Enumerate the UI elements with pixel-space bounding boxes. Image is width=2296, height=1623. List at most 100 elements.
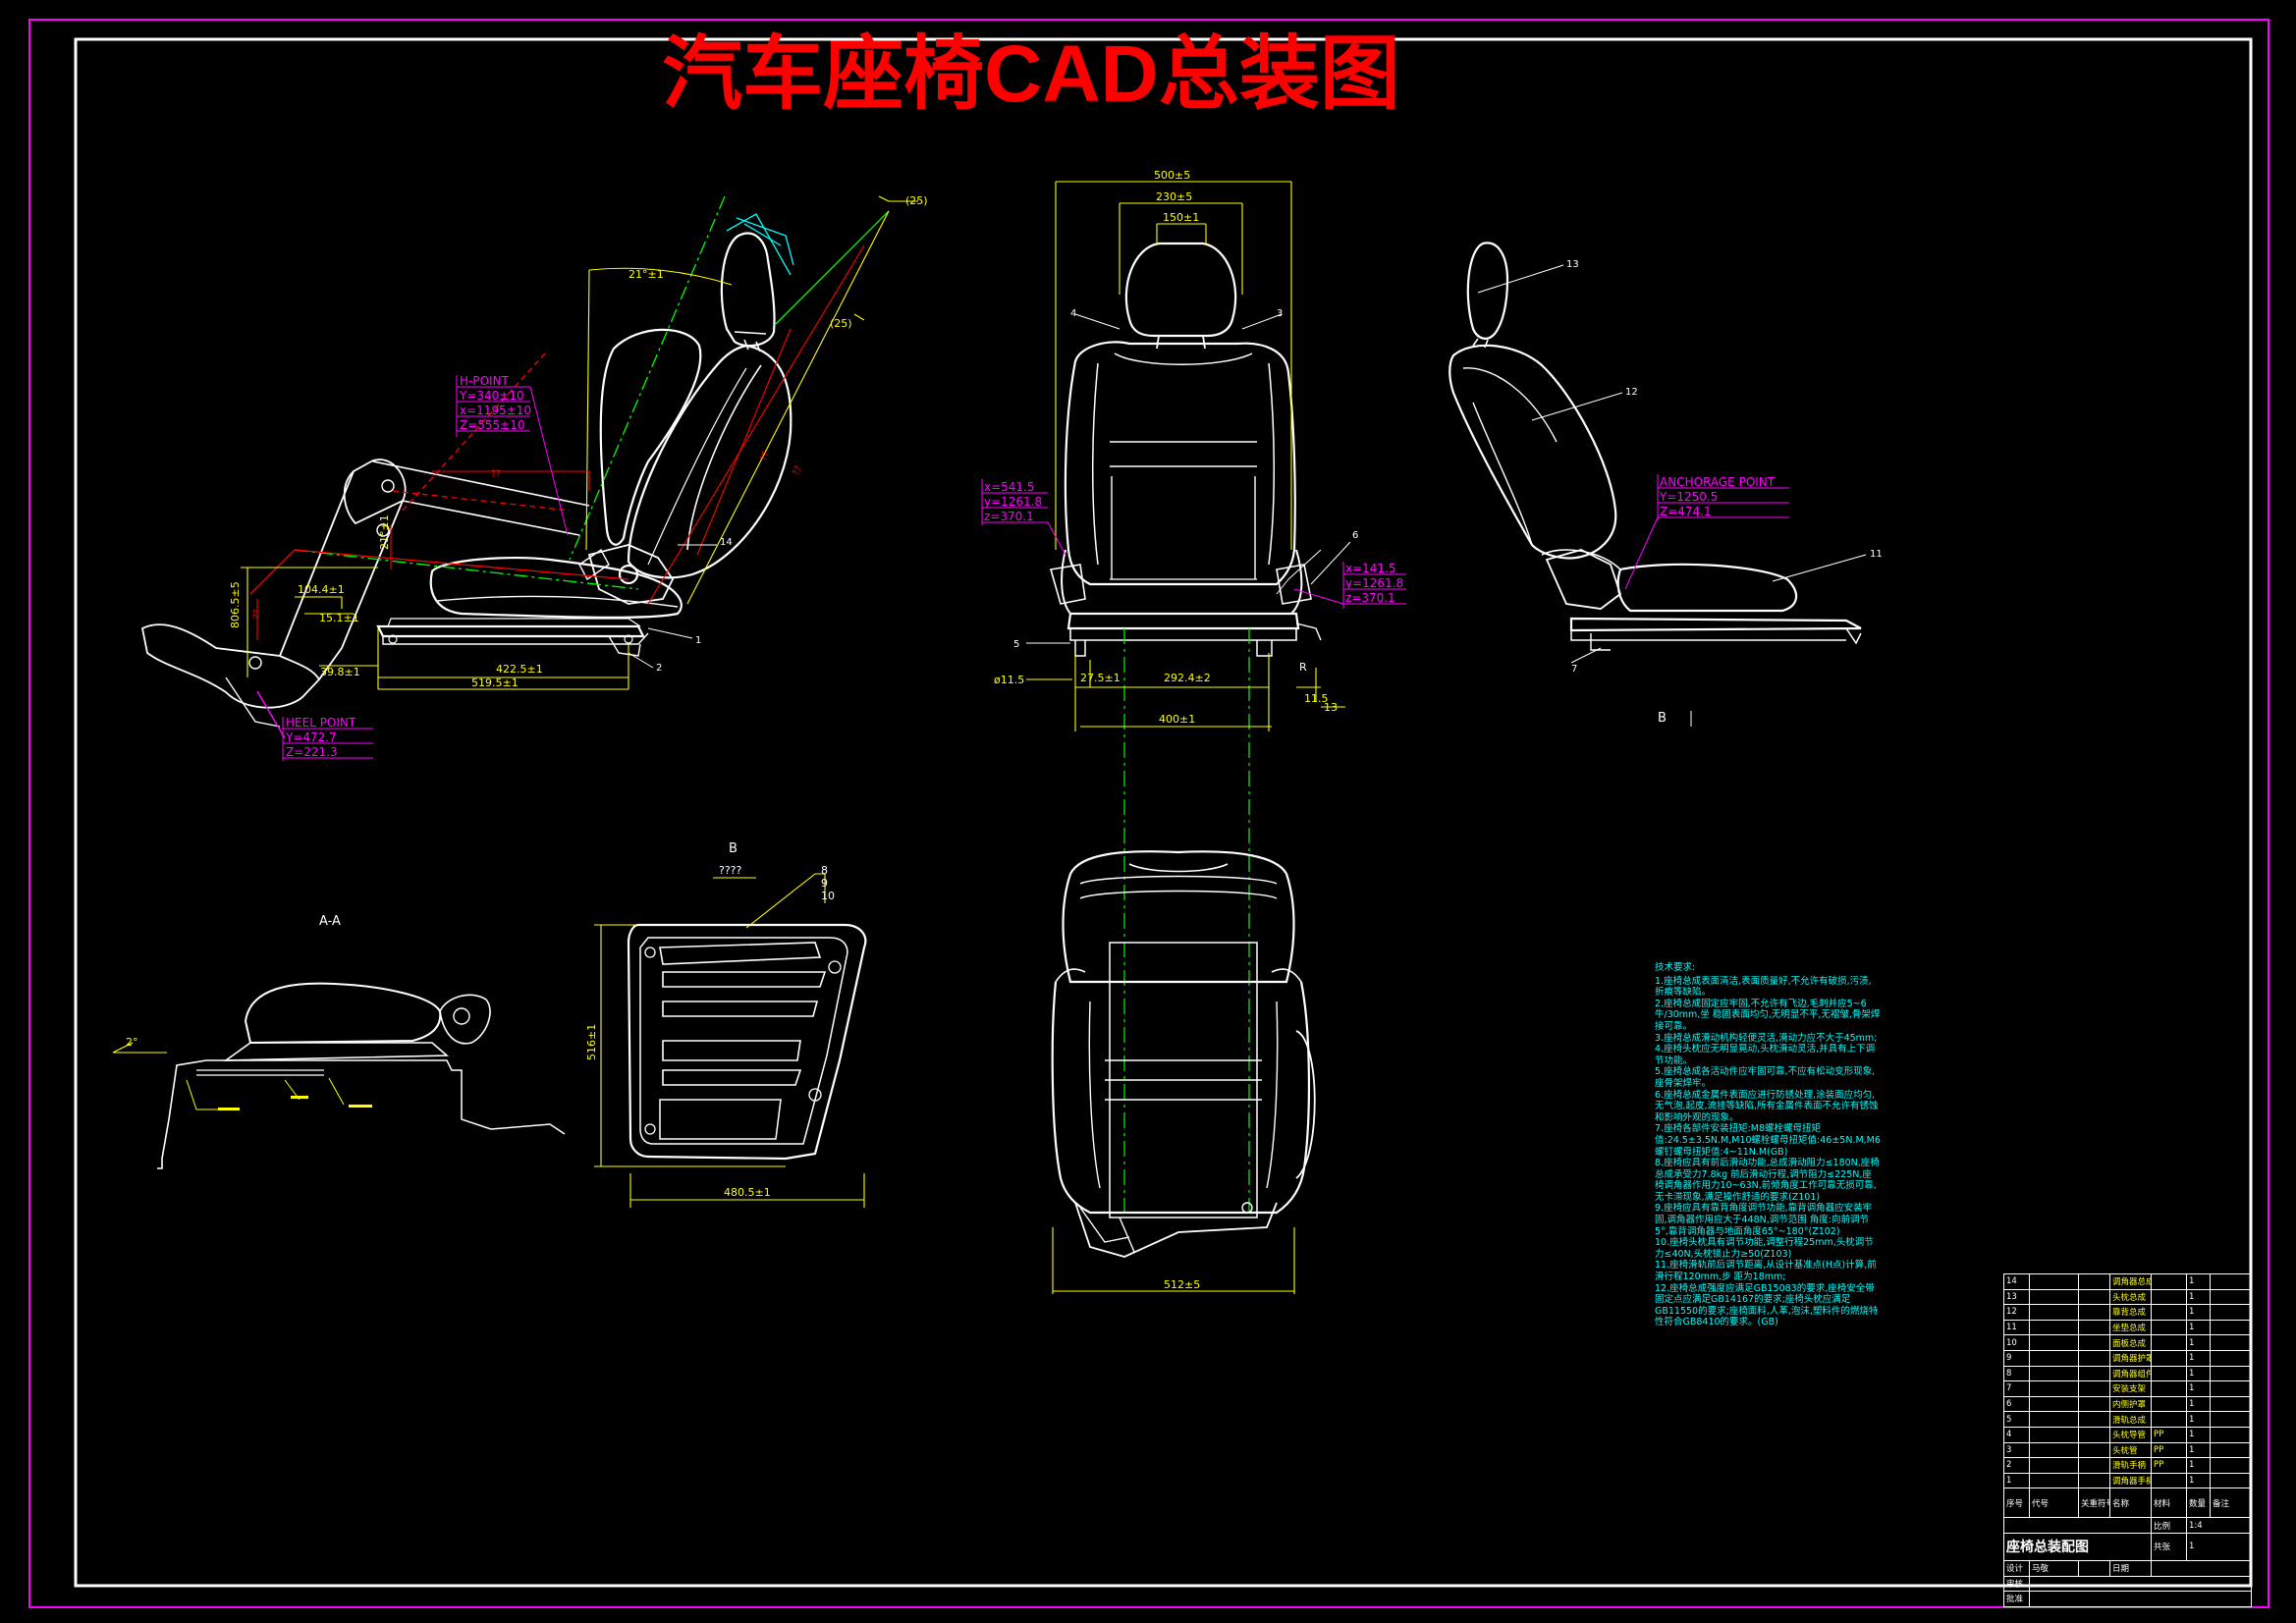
detail-b-slot-1 [659,942,822,965]
note-item: 8.座椅应具有前后滑动功能,总成滑动阻力≤180N,座椅总成承受力7.8kg 前… [1655,1158,1880,1203]
side-view [140,232,793,739]
detail-b-dimensions [594,873,865,1208]
section-aa-mechanism [439,994,491,1045]
svg-text:27.5±1: 27.5±1 [1080,672,1121,684]
side-backrest [627,344,793,579]
front-backrest [1064,341,1296,586]
svg-text:806.5±5: 806.5±5 [229,581,242,628]
notes-heading: 技术要求: [1655,962,1696,973]
svg-text:y=1261.8: y=1261.8 [1345,576,1403,590]
top-rail-mech [1074,1202,1278,1258]
svg-text:500±5: 500±5 [1154,169,1190,182]
note-item: 7.座椅各部件安装扭矩:M8螺栓螺母扭矩值:24.5±3.5N.M,M10螺栓螺… [1655,1123,1881,1158]
top-view-dimensions [1052,1227,1295,1294]
svg-text:104.4±1: 104.4±1 [298,583,345,596]
right-headrest [1466,242,1509,340]
svg-text:422.5±1: 422.5±1 [496,663,543,676]
note-item: 1.座椅总成表面清洁,表面质量好,不允许有破损,污渍,折痕等缺陷。 [1655,975,1872,999]
note-item: 12.座椅总成强度应满足GB15083的要求,座椅安全带固定点应满足GB1416… [1655,1282,1879,1328]
svg-text:HEEL POINT: HEEL POINT [286,716,356,730]
svg-text:y=1261.8: y=1261.8 [984,495,1042,509]
scale-row: 比例 1:4 [2003,1517,2252,1534]
side-view-dim-text: 21°±1 21°±1 (25) (25) ?? ?? ?? ?? 806.5±… [229,194,928,689]
svg-text:??: ?? [252,609,262,619]
svg-text:Y=472.7: Y=472.7 [285,730,337,744]
svg-text:??: ?? [792,464,804,477]
right-recliner [1545,549,1622,610]
front-view [1049,242,1322,657]
svg-text:292.4±2: 292.4±2 [1164,672,1211,684]
svg-text:150±1: 150±1 [1163,211,1199,224]
svg-text:8: 8 [821,864,828,877]
right-cushion [1616,563,1798,613]
svg-text:Y=340±10: Y=340±10 [459,389,524,403]
side-back-shell [599,328,702,546]
side-headrest [720,232,776,348]
right-rail [1569,617,1862,632]
svg-text:13: 13 [1324,701,1338,714]
svg-text:39.8±1: 39.8±1 [320,666,360,678]
svg-text:x=541.5: x=541.5 [984,480,1035,494]
svg-text:??: ?? [491,469,501,479]
svg-text:11: 11 [1870,549,1883,560]
svg-text:B: B [729,841,738,856]
approve-row: 批准 [2003,1591,2252,1607]
side-view-callouts: 14 1 2 [628,537,733,674]
right-view [1449,242,1862,651]
section-aa-text: A-A 2° [112,914,372,1110]
svg-text:B: B [1658,711,1667,726]
table-header-row: 序号 代号 关重符号 名称 材料 数量 备注 [2003,1488,2252,1519]
svg-text:??: ?? [759,450,772,462]
svg-text:2°: 2° [126,1036,138,1049]
svg-text:4: 4 [1070,308,1076,319]
top-backrest [1062,850,1295,984]
detail-b-slot-2 [662,1001,819,1017]
svg-text:H-POINT: H-POINT [460,374,510,388]
svg-text:z=370.1: z=370.1 [984,510,1034,523]
svg-text:9: 9 [821,877,828,890]
svg-text:519.5±1: 519.5±1 [471,676,519,689]
note-item: 9.座椅应具有靠背角度调节功能,靠背调角器应安装牢固,调角器作用应大于448N,… [1655,1203,1873,1237]
front-rail [1066,612,1300,630]
note-item: 4.座椅头枕应无明显晃动,头枕滑动灵活,并具有上下调节功能。 [1655,1044,1876,1066]
right-backrest [1449,344,1617,560]
front-headrest [1124,242,1237,338]
svg-text:1: 1 [695,635,701,646]
front-coord-left: x=541.5 y=1261.8 z=370.1 [981,479,1066,556]
note-item: 11.座椅滑轨前后调节距离,从设计基准点(H点)计算,前滑行程120mm,步 距… [1655,1260,1877,1283]
front-view-dimensions [1026,181,1345,731]
svg-text:Z=474.1: Z=474.1 [1660,505,1712,518]
svg-text:Y=1250.5: Y=1250.5 [1659,490,1718,504]
detail-b-plate [627,923,867,1161]
drawing-frame [74,37,2253,1588]
svg-text:ø11.5: ø11.5 [994,674,1024,686]
side-view-dimensions [241,195,918,690]
top-view-dim-text: 512±5 [1164,1278,1200,1291]
note-item: 5.座椅总成各活动件应牢固可靠,不应有松动变形现象,座骨架焊牢。 [1655,1066,1876,1089]
section-aa [157,982,566,1169]
top-cushion [1051,981,1311,1215]
svg-text:3: 3 [1277,308,1283,319]
svg-text:z=370.1: z=370.1 [1345,591,1395,605]
heel-point-callout: HEEL POINT Y=472.7 Z=221.3 [282,716,373,761]
note-item: 2.座椅总成固定应牢固,不允许有飞边,毛刺并应5~6牛/30mm,坐 稳固表面均… [1655,998,1881,1032]
h-point-callout: H-POINT Y=340±10 x=1195±10 Z=555±10 [456,374,569,536]
front-view-dim-text: 500±5 230±5 150±1 27.5±1 292.4±2 400±1 ø… [994,169,1338,726]
svg-text:ANCHORAGE POINT: ANCHORAGE POINT [1660,475,1776,489]
svg-text:21°±1: 21°±1 [629,268,664,281]
svg-text:480.5±1: 480.5±1 [724,1186,771,1199]
svg-text:21°±1: 21°±1 [378,514,391,550]
